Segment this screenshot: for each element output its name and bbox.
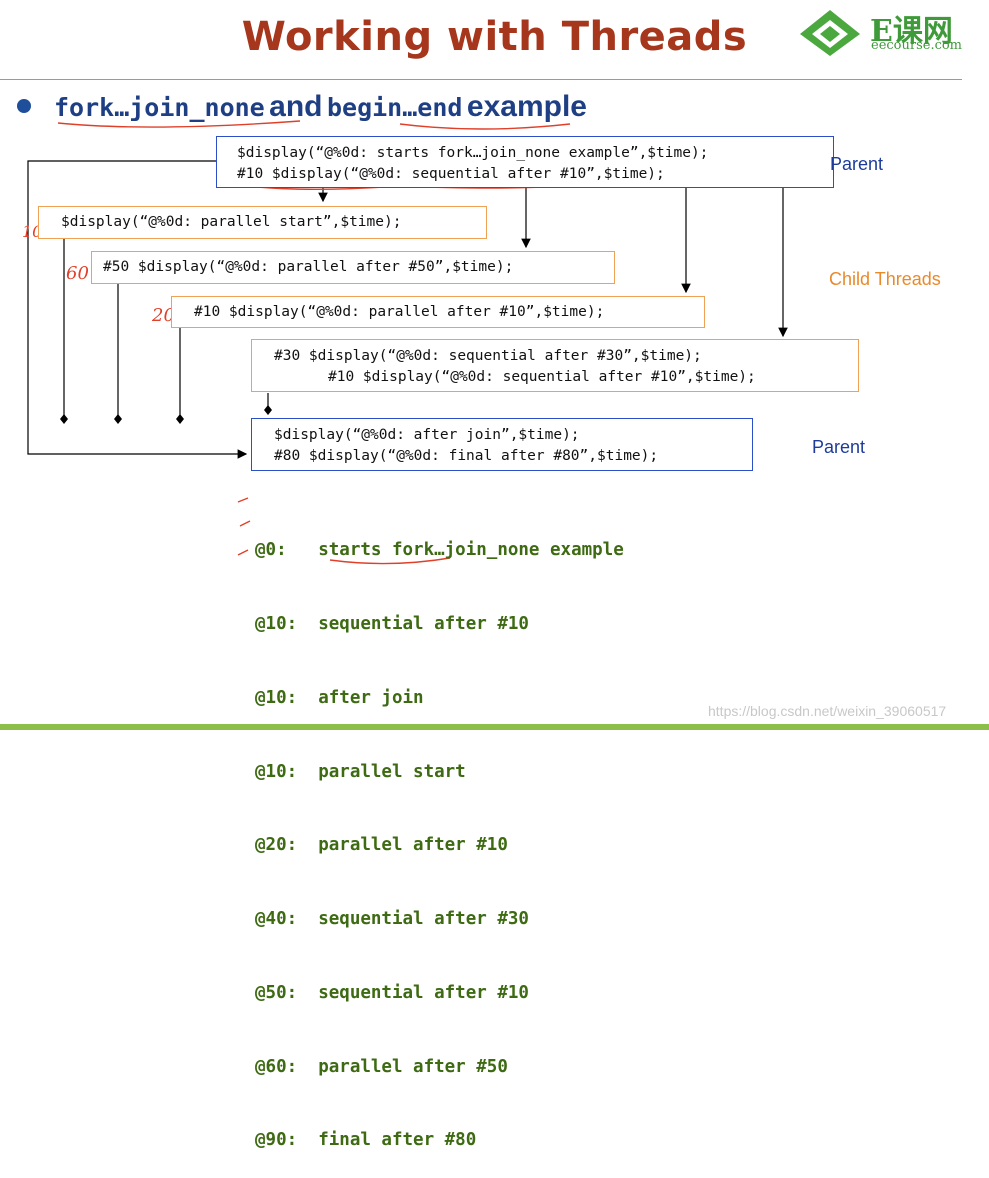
child-thread-2-line: #50 $display(“@%0d: parallel after #50”,… — [103, 259, 514, 275]
annotation-10: 10 — [22, 222, 43, 241]
child-thread-block-3: #10 $display(“@%0d: parallel after #10”,… — [171, 296, 705, 328]
annotation-20: 20 — [152, 305, 175, 326]
sequential-line-1: #30 $display(“@%0d: sequential after #30… — [274, 348, 702, 364]
sequential-block: #30 $display(“@%0d: sequential after #30… — [251, 339, 859, 392]
output-line: @60: parallel after #50 — [255, 1056, 508, 1077]
child-thread-block-2: #50 $display(“@%0d: parallel after #50”,… — [91, 251, 615, 284]
subtitle-fork-join-none: fork…join_none — [54, 93, 265, 122]
title-divider — [0, 79, 962, 80]
bullet-icon — [17, 99, 31, 113]
watermark: https://blog.csdn.net/weixin_39060517 — [708, 703, 947, 719]
annotation-60: 60 — [66, 263, 89, 284]
slide-subtitle: fork…join_none and begin…end example — [54, 90, 587, 124]
logo-subtext: eecourse.com — [871, 38, 963, 53]
output-line: @0: starts fork…join_none example — [255, 540, 624, 561]
output-line: @20: parallel after #10 — [255, 835, 508, 856]
subtitle-example: example — [466, 90, 587, 123]
final-line-1: $display(“@%0d: after join”,$time); — [274, 427, 580, 443]
logo-text: E课网 — [870, 14, 953, 49]
simulation-output: @0: starts fork…join_none example @10: s… — [255, 489, 624, 1178]
output-line: @90: final after #80 — [255, 1130, 477, 1151]
child-thread-block-1: $display(“@%0d: parallel start”,$time); — [38, 206, 487, 239]
subtitle-and: and — [269, 90, 323, 123]
final-parent-block: $display(“@%0d: after join”,$time); #80 … — [251, 418, 753, 471]
slide-title: Working with Threads — [241, 14, 748, 60]
parent-code-block: $display(“@%0d: starts fork…join_none ex… — [216, 136, 834, 188]
child-thread-3-line: #10 $display(“@%0d: parallel after #10”,… — [194, 304, 605, 320]
bottom-accent-bar — [0, 724, 989, 730]
parent-line-1: $display(“@%0d: starts fork…join_none ex… — [237, 145, 709, 161]
parent-label-top: Parent — [830, 154, 884, 174]
sequential-line-2: #10 $display(“@%0d: sequential after #10… — [328, 369, 756, 385]
output-line: @40: sequential after #30 — [255, 909, 529, 930]
child-thread-1-line: $display(“@%0d: parallel start”,$time); — [61, 214, 402, 230]
output-line: @50: sequential after #10 — [255, 982, 529, 1003]
output-line: @10: sequential after #10 — [255, 613, 529, 634]
output-line: @10: after join — [255, 687, 424, 708]
parent-label-bottom: Parent — [812, 437, 866, 457]
child-threads-label: Child Threads — [829, 269, 941, 289]
eecourse-logo-icon — [800, 10, 860, 56]
output-line: @10: parallel start — [255, 761, 466, 782]
parent-line-2: #10 $display(“@%0d: sequential after #10… — [237, 166, 665, 182]
final-line-2: #80 $display(“@%0d: final after #80”,$ti… — [274, 448, 659, 464]
subtitle-begin-end: begin…end — [326, 93, 463, 122]
